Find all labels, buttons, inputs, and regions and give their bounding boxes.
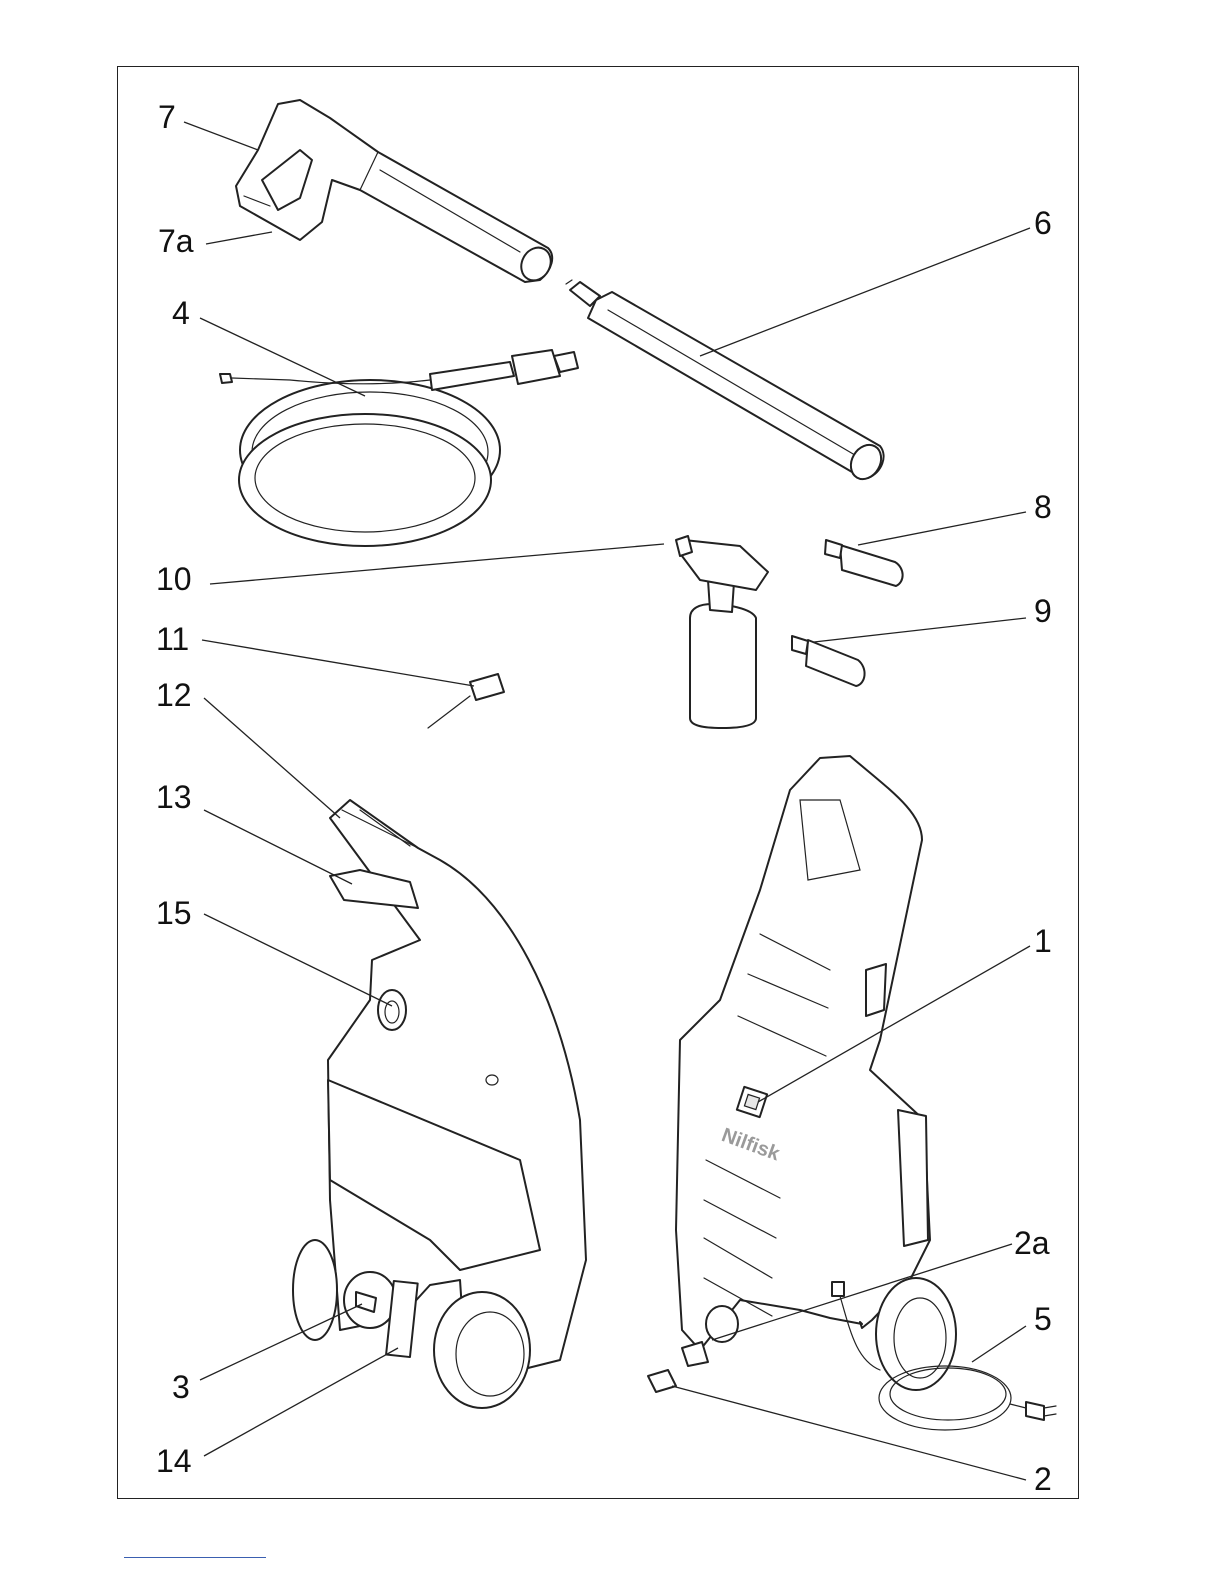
callout-14: 14 (156, 1443, 192, 1479)
high-pressure-hose (220, 350, 578, 546)
nozzle-cleaning-needle (428, 674, 504, 728)
nozzle-9 (792, 636, 865, 686)
detergent-bottle (676, 536, 768, 728)
callout-7a: 7a (158, 223, 194, 259)
callout-7: 7 (158, 99, 176, 135)
callout-2: 2 (1034, 1461, 1052, 1497)
callout-12: 12 (156, 677, 192, 713)
callout-1: 1 (1034, 923, 1052, 959)
callout-3: 3 (172, 1369, 190, 1405)
spray-gun-handle (236, 100, 556, 286)
callout-8: 8 (1034, 489, 1052, 525)
lance (566, 280, 887, 485)
callout-2a: 2a (1014, 1225, 1050, 1261)
callout-15: 15 (156, 895, 192, 931)
nozzle-8 (825, 540, 903, 586)
callout-5: 5 (1034, 1301, 1052, 1337)
callout-13: 13 (156, 779, 192, 815)
machine-rear-view (293, 800, 586, 1408)
callout-10: 10 (156, 561, 192, 597)
callout-9: 9 (1034, 593, 1052, 629)
callout-6: 6 (1034, 205, 1052, 241)
callout-11: 11 (156, 621, 189, 657)
machine-front-view: Nilfisk (648, 756, 1056, 1430)
callout-4: 4 (172, 295, 190, 331)
footer-rule (124, 1557, 266, 1558)
